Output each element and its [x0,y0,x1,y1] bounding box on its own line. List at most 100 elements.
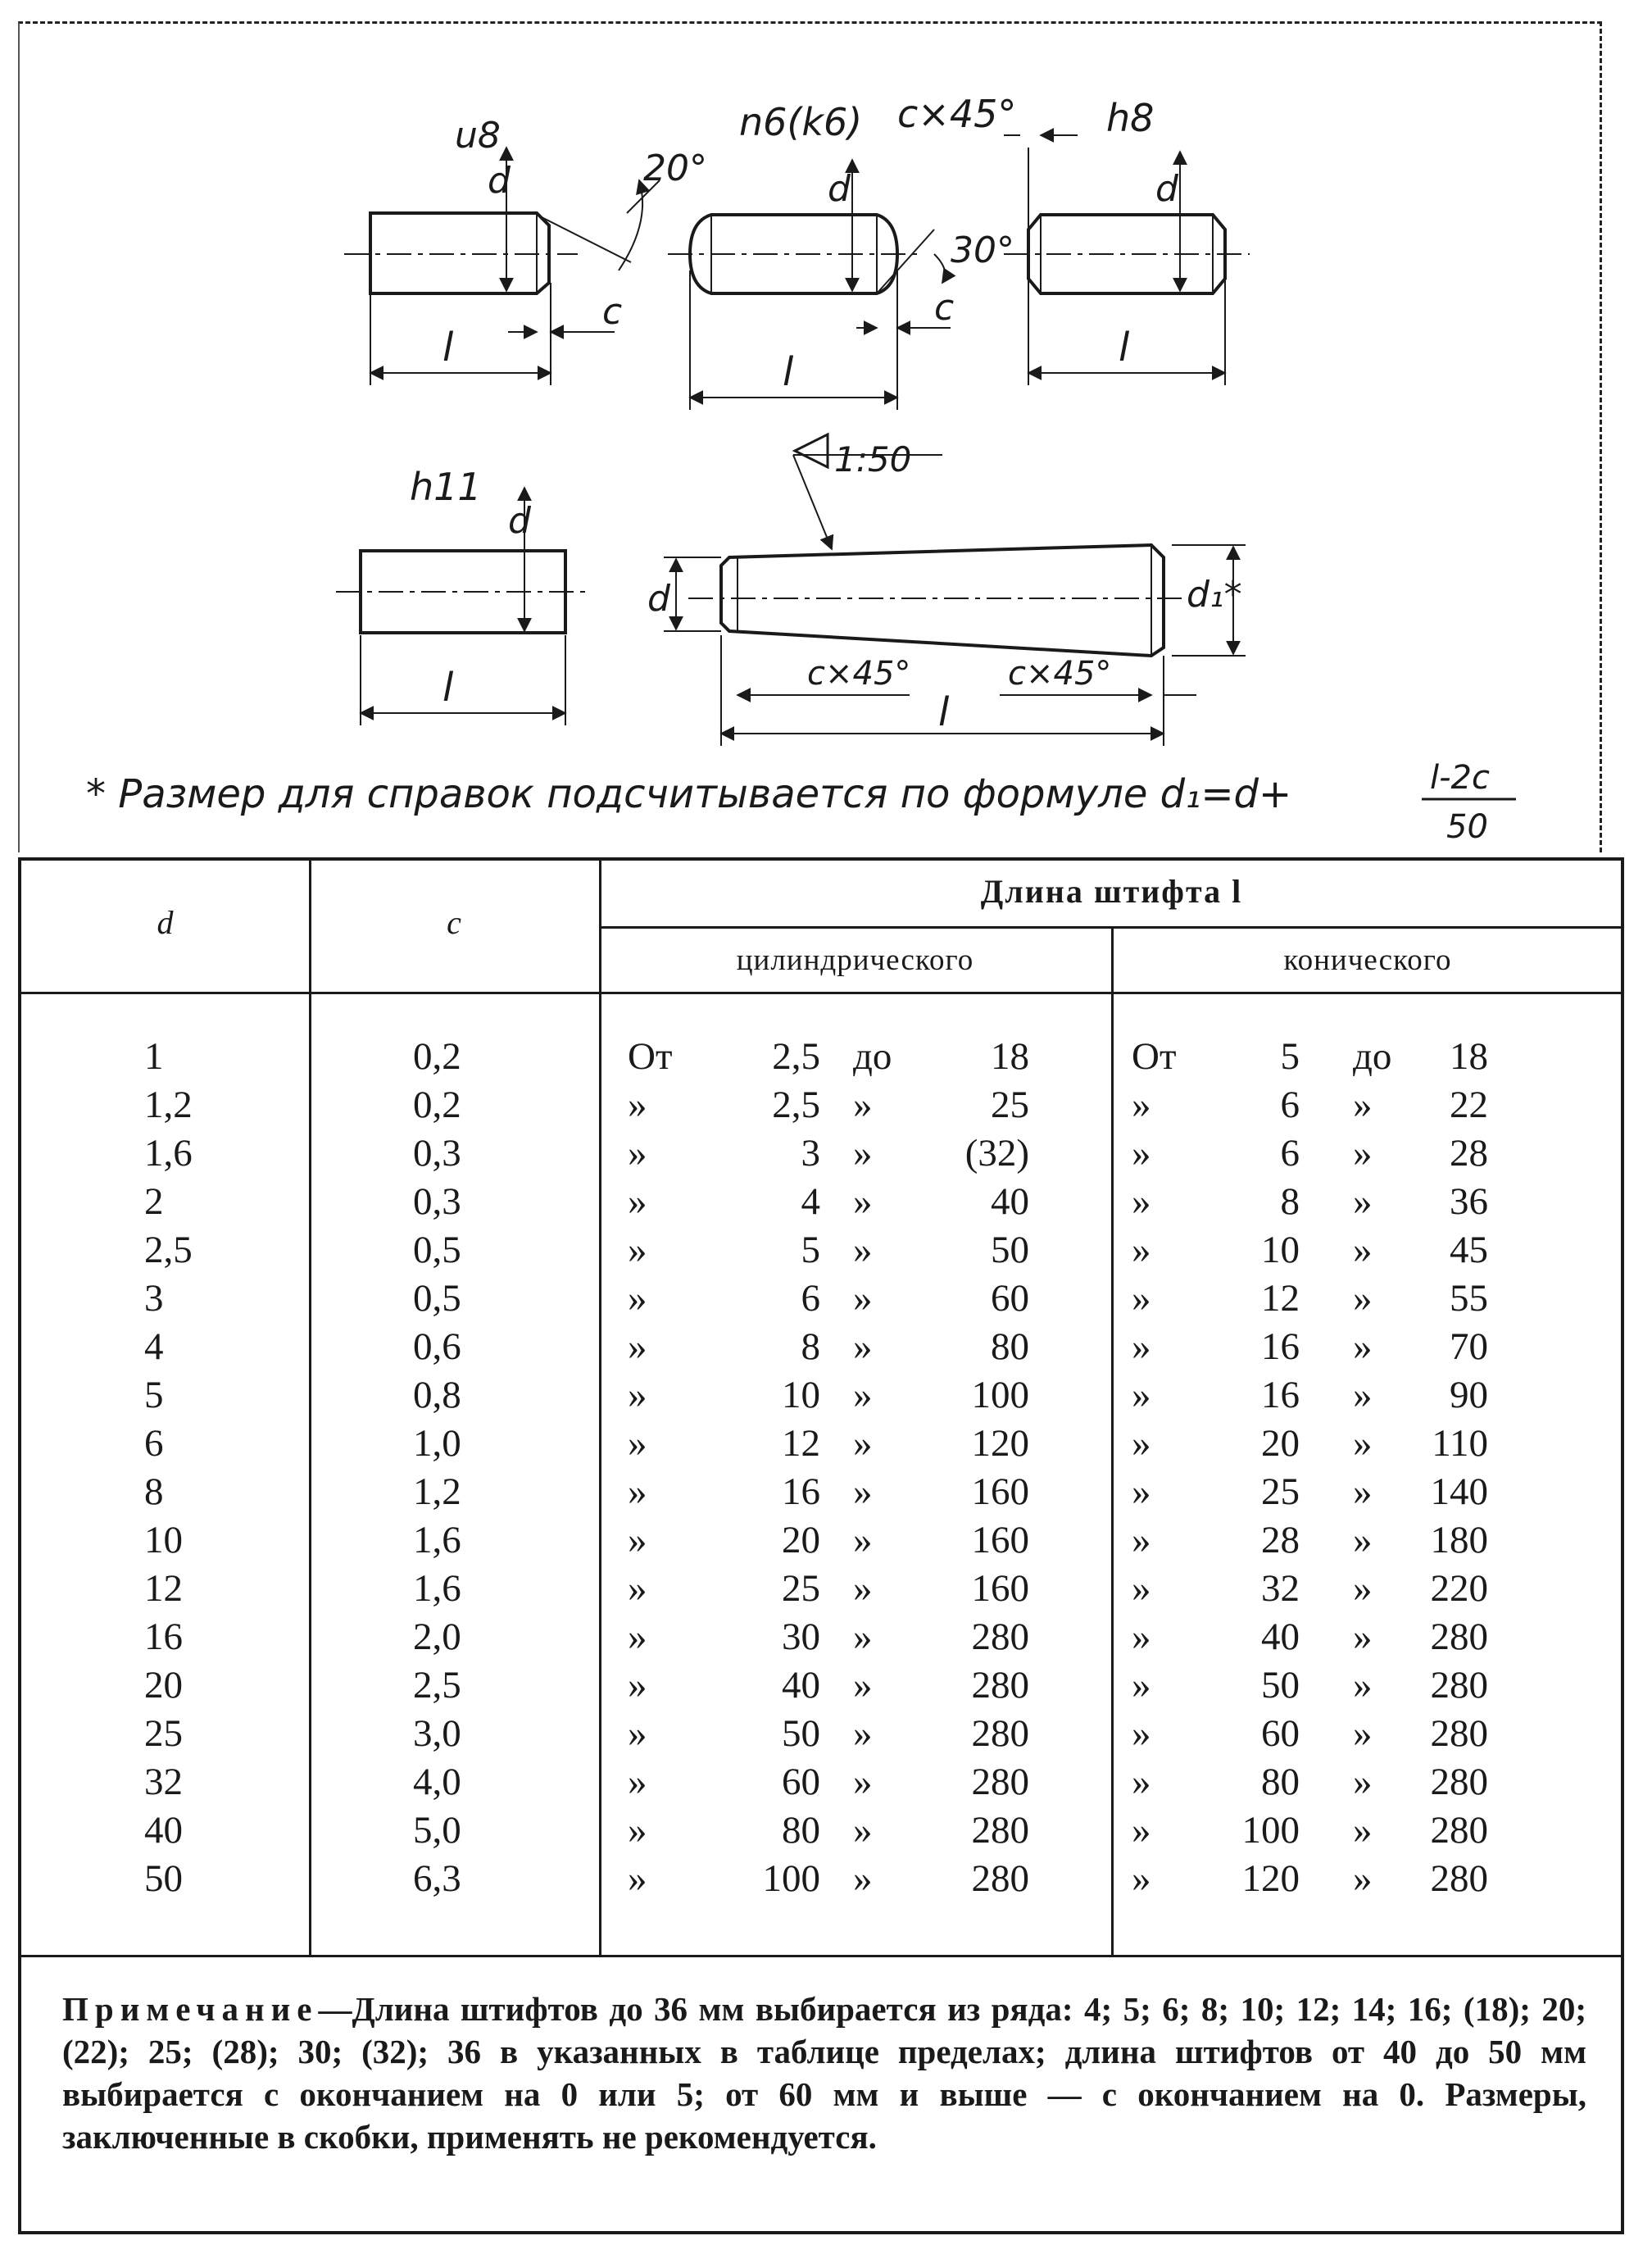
cell-cyl-min: 40 [782,1664,820,1706]
cell-c: 2,5 [413,1664,461,1706]
cell-con-from: » [1132,1422,1151,1465]
cell-con-to: » [1353,1809,1373,1852]
cell-cyl-min: 10 [782,1374,820,1416]
cell-cyl-min: 50 [782,1712,820,1755]
cell-con-from: » [1132,1857,1151,1900]
cell-c: 0,3 [413,1180,461,1223]
cell-c: 4,0 [413,1761,461,1803]
cell-d: 6 [144,1422,164,1465]
cell-cyl-max: 80 [991,1325,1029,1368]
dim-d-5: d [647,578,671,620]
cell-cyl-max: 160 [971,1470,1030,1513]
dim-c-1: c [602,291,622,333]
cell-cyl-to: » [853,1857,873,1900]
tol-h8-label: h8 [1106,96,1154,140]
cell-con-max: 180 [1430,1519,1489,1561]
cell-d: 8 [144,1470,164,1513]
cell-con-from: » [1132,1229,1151,1271]
cell-con-min: 120 [1241,1857,1300,1900]
cell-con-to: » [1353,1229,1373,1271]
cell-con-min: 50 [1261,1664,1300,1706]
dim-c-2: c [934,287,954,329]
cell-con-max: 280 [1430,1712,1489,1755]
cell-cyl-max: 60 [991,1277,1029,1320]
cell-cyl-max: 280 [971,1761,1030,1803]
cell-cyl-to: » [853,1132,873,1175]
dim-l-3: l [1119,325,1130,370]
cell-cyl-from: » [628,1180,647,1223]
cell-con-min: 80 [1261,1761,1300,1803]
cell-d: 3 [144,1277,164,1320]
cell-cyl-max: (32) [964,1132,1029,1175]
cell-cyl-to: » [853,1422,873,1465]
cell-con-min: 25 [1261,1470,1300,1513]
cell-con-min: 5 [1280,1035,1300,1078]
cell-con-from: » [1132,1325,1151,1368]
pin-size-table: d c Длина штифта l цилиндрического конич… [18,857,1624,2234]
cell-con-to: » [1353,1277,1373,1320]
cell-con-from: » [1132,1180,1151,1223]
cell-cyl-min: 5 [801,1229,821,1271]
cell-cyl-max: 280 [971,1712,1030,1755]
col-divider-2 [599,861,601,1955]
cell-con-from: » [1132,1809,1151,1852]
cell-cyl-to: » [853,1084,873,1126]
cell-cyl-max: 120 [971,1422,1030,1465]
cell-con-min: 16 [1261,1325,1300,1368]
header-divider-sub [599,926,1624,929]
cell-cyl-to: » [853,1519,873,1561]
angle-30-label: 30° [951,229,1014,271]
cell-con-to: » [1353,1664,1373,1706]
cell-con-min: 100 [1241,1809,1300,1852]
header-d: d [157,904,174,941]
dim-d-3: d [1155,168,1179,210]
cell-cyl-max: 100 [971,1374,1030,1416]
cell-cyl-from: » [628,1519,647,1561]
cell-c: 6,3 [413,1857,461,1900]
cell-cyl-from: » [628,1422,647,1465]
cell-d: 2,5 [144,1229,193,1271]
cell-d: 50 [144,1857,183,1900]
cell-con-min: 40 [1261,1616,1300,1658]
header-conical: конического [1283,943,1452,977]
cell-c: 1,6 [413,1567,461,1610]
cell-con-max: 90 [1450,1374,1488,1416]
header-c: c [447,904,461,941]
chamfer-c45-right: c×45° [1008,655,1111,693]
footnote-fraction-den: 50 [1446,808,1488,846]
cell-cyl-to: » [853,1277,873,1320]
cell-d: 12 [144,1567,183,1610]
cell-cyl-from: » [628,1470,647,1513]
cell-con-to: » [1353,1084,1373,1126]
cell-con-to: » [1353,1519,1373,1561]
cell-cyl-from: » [628,1857,647,1900]
cell-con-to: » [1353,1422,1373,1465]
cell-d: 4 [144,1325,164,1368]
cell-con-max: 280 [1430,1664,1489,1706]
cell-cyl-max: 280 [971,1616,1030,1658]
cell-con-min: 6 [1280,1132,1300,1175]
cell-cyl-from: » [628,1325,647,1368]
cell-cyl-to: до [853,1035,892,1078]
cell-c: 1,0 [413,1422,461,1465]
cell-con-from: » [1132,1664,1151,1706]
pin-h11-drawing [336,486,590,725]
cell-con-min: 60 [1261,1712,1300,1755]
cell-con-min: 28 [1261,1519,1300,1561]
cell-d: 20 [144,1664,183,1706]
cell-cyl-from: » [628,1567,647,1610]
cell-d: 16 [144,1616,183,1658]
cell-cyl-min: 20 [782,1519,820,1561]
dim-d-2: d [828,168,851,210]
cell-c: 2,0 [413,1616,461,1658]
cell-cyl-to: » [853,1761,873,1803]
cell-con-from: » [1132,1616,1151,1658]
cell-cyl-max: 160 [971,1519,1030,1561]
cell-con-to: » [1353,1325,1373,1368]
